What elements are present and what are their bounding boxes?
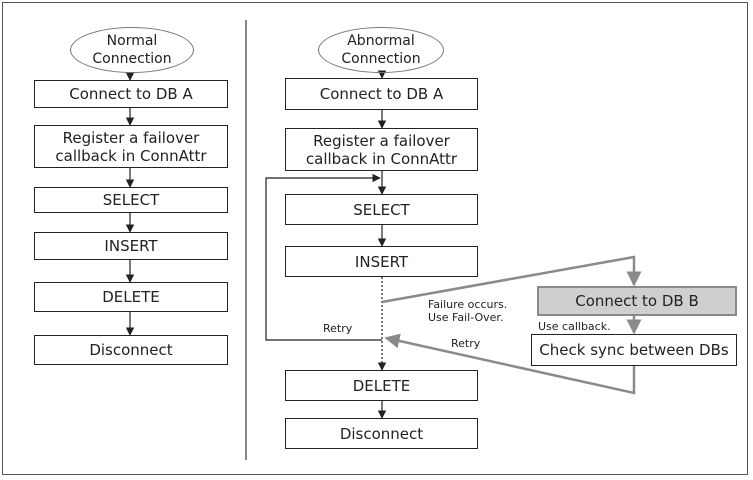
abnormal-disconnect: Disconnect bbox=[285, 418, 478, 449]
normal-connection-title: Normal Connection bbox=[70, 27, 194, 73]
normal-connect-db-a: Connect to DB A bbox=[34, 80, 228, 108]
failure-note: Failure occurs. Use Fail-Over. bbox=[428, 298, 508, 324]
diagram-frame bbox=[2, 2, 748, 475]
check-sync-between-dbs: Check sync between DBs bbox=[531, 334, 737, 366]
abnormal-select: SELECT bbox=[285, 194, 478, 225]
failover-path bbox=[381, 255, 642, 304]
retry-label-right: Retry bbox=[451, 337, 481, 350]
normal-register-callback: Register a failover callback in ConnAttr bbox=[34, 125, 228, 168]
abnormal-insert: INSERT bbox=[285, 246, 478, 277]
abnormal-register-callback: Register a failover callback in ConnAttr bbox=[285, 128, 478, 171]
abnormal-connection-title: Abnormal Connection bbox=[318, 27, 444, 73]
abnormal-connect-db-a: Connect to DB A bbox=[285, 78, 478, 110]
callback-note: Use callback. bbox=[538, 320, 611, 333]
normal-delete: DELETE bbox=[34, 282, 228, 312]
normal-disconnect: Disconnect bbox=[34, 335, 228, 365]
normal-insert: INSERT bbox=[34, 232, 228, 260]
retry-loop-left bbox=[265, 173, 382, 341]
retry-label-left: Retry bbox=[323, 322, 353, 335]
abnormal-delete: DELETE bbox=[285, 370, 478, 401]
retry-path-right bbox=[384, 333, 636, 395]
normal-select: SELECT bbox=[34, 187, 228, 213]
connect-db-b: Connect to DB B bbox=[537, 286, 737, 316]
